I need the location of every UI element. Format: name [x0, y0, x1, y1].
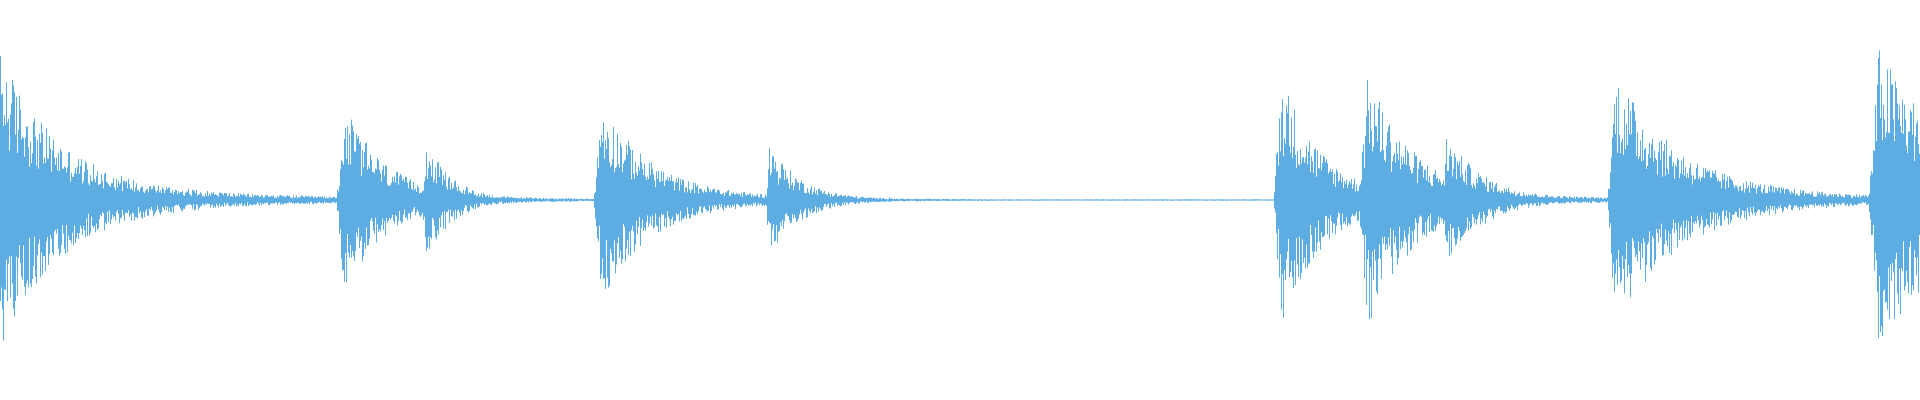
- waveform-samples: [0, 50, 1920, 341]
- waveform-path: [0, 50, 1920, 341]
